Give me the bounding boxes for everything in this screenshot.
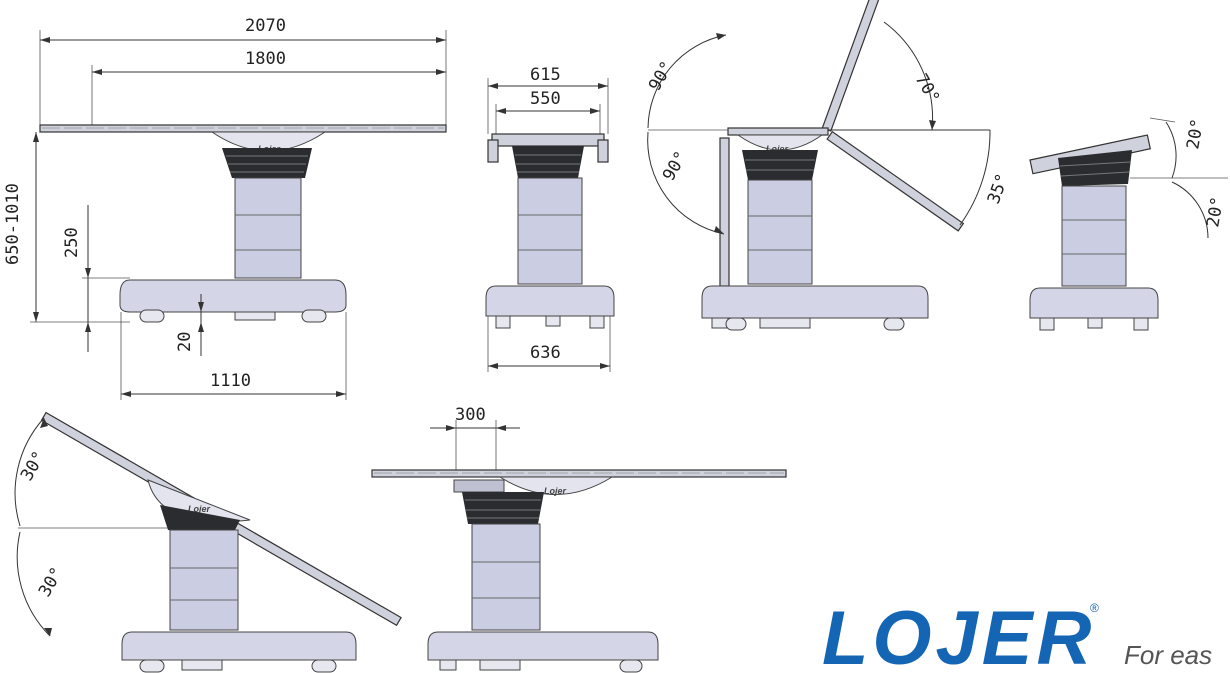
angle-back-up-right: 70° bbox=[911, 71, 944, 108]
angle-tilt-down: 20° bbox=[1203, 195, 1228, 229]
dim-slide-offset: 300 bbox=[455, 405, 486, 425]
angle-leg-down-right: 35° bbox=[984, 171, 1013, 207]
dim-total-length: 2070 bbox=[245, 16, 286, 36]
table-mark-3: Lojer bbox=[766, 144, 789, 154]
dim-height-offset: 250 bbox=[62, 227, 82, 258]
dim-base-width: 636 bbox=[530, 343, 561, 363]
side-view-full: 2070 1800 Lojer 650-1010 bbox=[3, 16, 447, 400]
dim-ground-clearance: 20 bbox=[175, 332, 195, 352]
trendelenburg-view: Lojer 30° 30° bbox=[14, 411, 402, 673]
end-view: 615 550 636 bbox=[485, 65, 615, 372]
brand-logo: LOJER ® For eas bbox=[822, 596, 1212, 673]
dim-top-width-outer: 615 bbox=[530, 65, 561, 85]
angle-tilt-up: 20° bbox=[1183, 117, 1208, 151]
dim-top-width-inner: 550 bbox=[530, 89, 561, 109]
lateral-tilt-view: 20° 20° bbox=[1029, 117, 1228, 331]
table-mark-5: Lojer bbox=[188, 504, 211, 514]
angle-back-down-left: 90° bbox=[659, 148, 692, 185]
registered-mark: ® bbox=[1090, 601, 1099, 615]
dim-base-length: 1110 bbox=[210, 371, 251, 391]
dim-top-length: 1800 bbox=[245, 49, 286, 69]
brand-tagline: For eas bbox=[1124, 640, 1212, 670]
angle-trend-down: 30° bbox=[35, 564, 68, 601]
dim-height-range: 650-1010 bbox=[3, 183, 23, 265]
slide-view: 300 Lojer bbox=[371, 405, 787, 673]
section-articulation-view: 70° Lojer 35° 90° 90° bbox=[645, 0, 1013, 331]
brand-name: LOJER bbox=[822, 596, 1095, 673]
table-mark-6: Lojer bbox=[544, 486, 567, 496]
angle-back-up-left: 90° bbox=[645, 58, 678, 95]
